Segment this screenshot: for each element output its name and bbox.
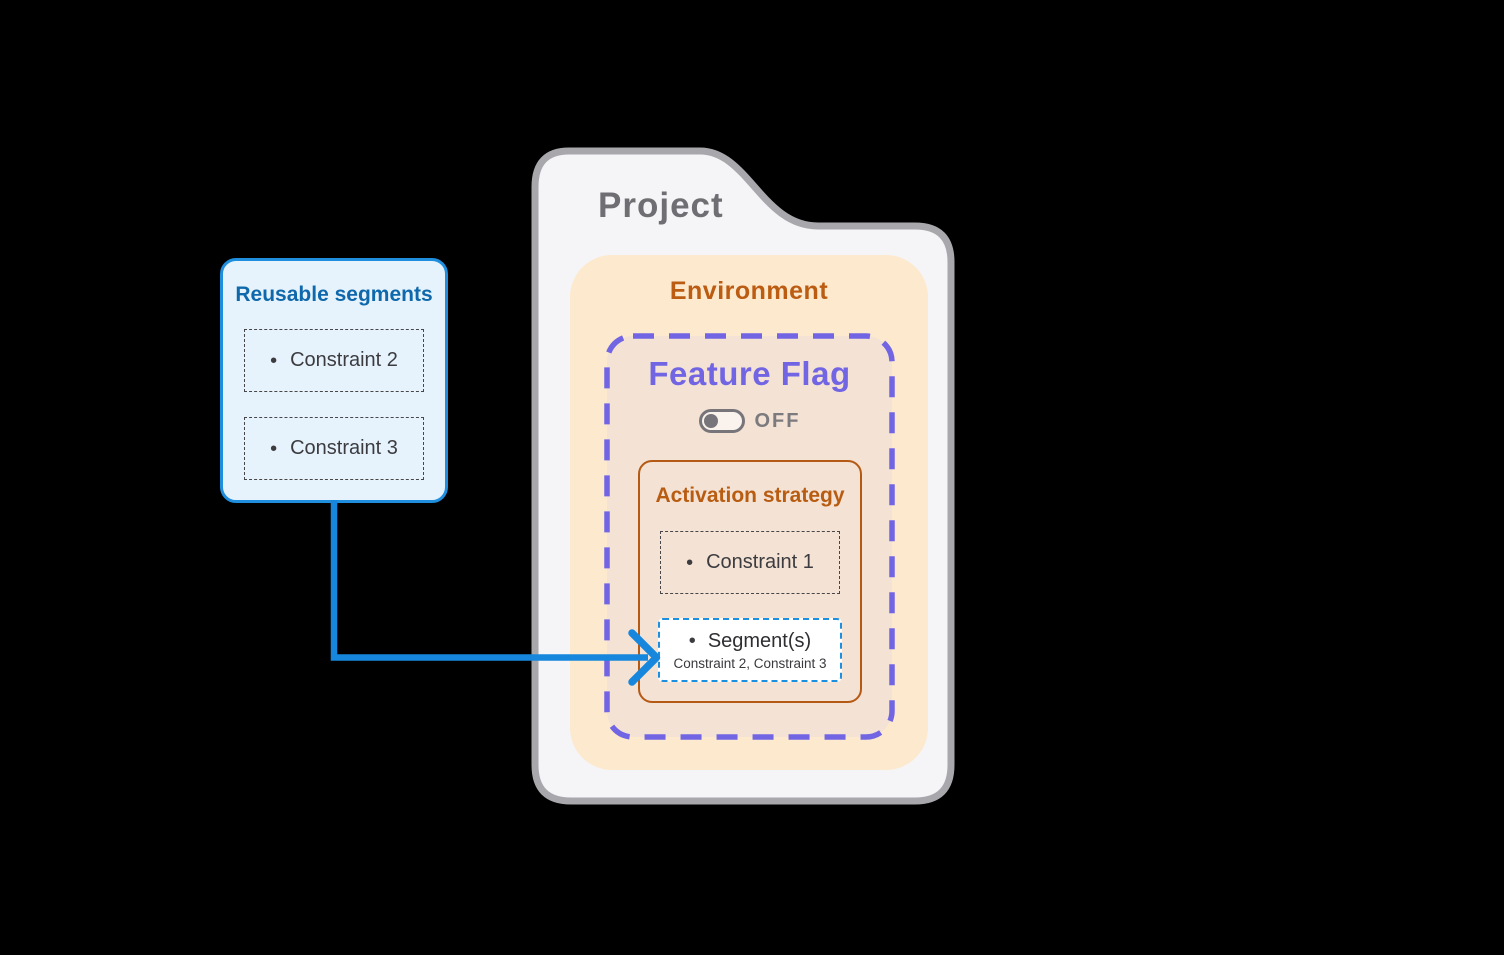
- bullet-icon: •: [270, 437, 278, 460]
- feature-flag-title: Feature Flag: [648, 355, 851, 392]
- project-title: Project: [598, 186, 724, 225]
- bullet-icon: •: [270, 349, 278, 372]
- bullet-icon: •: [688, 630, 696, 652]
- feature-flag-toggle[interactable]: OFF: [604, 409, 895, 433]
- toggle-knob-icon: [703, 414, 718, 428]
- segments-item: • Segment(s) Constraint 2, Constraint 3: [658, 618, 842, 682]
- constraint-1-label: Constraint 1: [706, 551, 814, 573]
- segments-detail: Constraint 2, Constraint 3: [673, 655, 827, 671]
- constraint-2-item: • Constraint 2: [244, 329, 424, 392]
- environment-box: Environment Feature Flag OFF Activation …: [570, 255, 928, 770]
- constraint-1-item: • Constraint 1: [660, 531, 840, 594]
- toggle-track-icon[interactable]: [698, 409, 745, 433]
- constraint-2-label: Constraint 2: [290, 349, 398, 371]
- feature-flag-box: Feature Flag OFF Activation strategy • C…: [604, 333, 895, 740]
- constraint-3-label: Constraint 3: [290, 437, 398, 459]
- environment-title: Environment: [669, 277, 829, 305]
- activation-strategy-box: Activation strategy • Constraint 1 • Seg…: [638, 460, 862, 703]
- reusable-segments-title: Reusable segments: [235, 283, 433, 306]
- toggle-state-label: OFF: [754, 409, 801, 432]
- constraint-3-item: • Constraint 3: [244, 417, 424, 480]
- reusable-segments-panel: Reusable segments • Constraint 2 • Const…: [220, 258, 448, 503]
- bullet-icon: •: [686, 551, 694, 574]
- activation-strategy-title: Activation strategy: [655, 484, 845, 507]
- segments-label: Segment(s): [707, 629, 812, 652]
